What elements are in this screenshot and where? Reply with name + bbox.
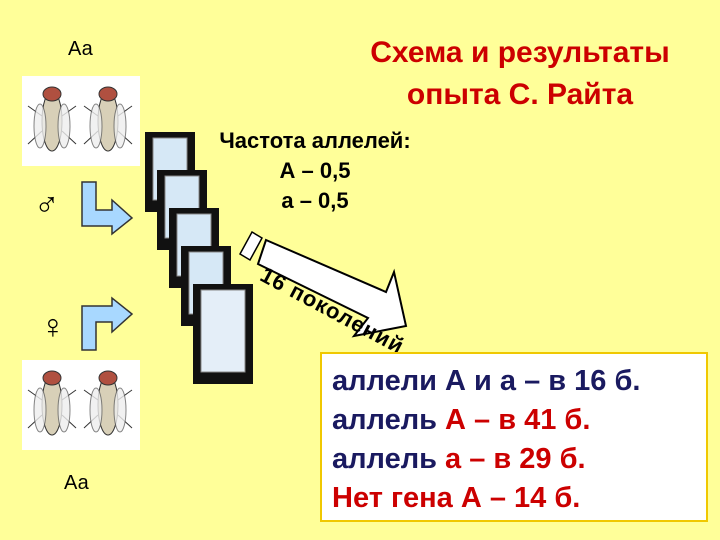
female-arrow-icon	[81, 296, 134, 351]
test-tube-icon	[193, 284, 253, 384]
allele-frequency-block: Частота аллелей: А – 0,5 а – 0,5	[205, 126, 425, 216]
result-line-2-value: А – в 41 б.	[445, 404, 591, 436]
male-arrow-icon	[81, 181, 134, 236]
test-tubes-stack	[145, 132, 275, 397]
female-flies-image	[22, 360, 140, 450]
frequency-a: а – 0,5	[281, 188, 349, 213]
bottom-genotype-label: Аа	[64, 472, 89, 494]
results-box: аллели А и а – в 16 б. аллель А – в 41 б…	[320, 352, 708, 522]
female-symbol-icon: ♀	[40, 308, 66, 346]
result-line-3: аллель а – в 29 б.	[332, 440, 696, 479]
fly-icon	[83, 86, 133, 152]
result-line-3-prefix: аллель	[332, 443, 446, 475]
generations-arrow-icon	[238, 230, 408, 338]
result-line-2: аллель А – в 41 б.	[332, 401, 696, 440]
frequency-A: А – 0,5	[279, 158, 351, 183]
result-line-2-prefix: аллель	[332, 404, 446, 436]
fly-icon	[27, 86, 77, 152]
fly-icon	[27, 370, 77, 436]
fly-icon	[83, 370, 133, 436]
male-flies-image	[22, 76, 140, 166]
result-line-4: Нет гена А – 14 б.	[332, 482, 581, 514]
result-line-3-value: а – в 29 б.	[445, 443, 586, 475]
male-symbol-icon: ♂	[34, 186, 60, 224]
page-title: Схема и результаты опыта С. Райта	[330, 32, 710, 116]
title-line-2: опыта С. Райта	[406, 78, 634, 111]
result-line-1: аллели А и а – в 16 б.	[332, 365, 641, 397]
frequency-heading: Частота аллелей:	[219, 128, 411, 153]
top-genotype-label: Аа	[68, 38, 93, 60]
title-line-1: Схема и результаты	[370, 36, 670, 69]
